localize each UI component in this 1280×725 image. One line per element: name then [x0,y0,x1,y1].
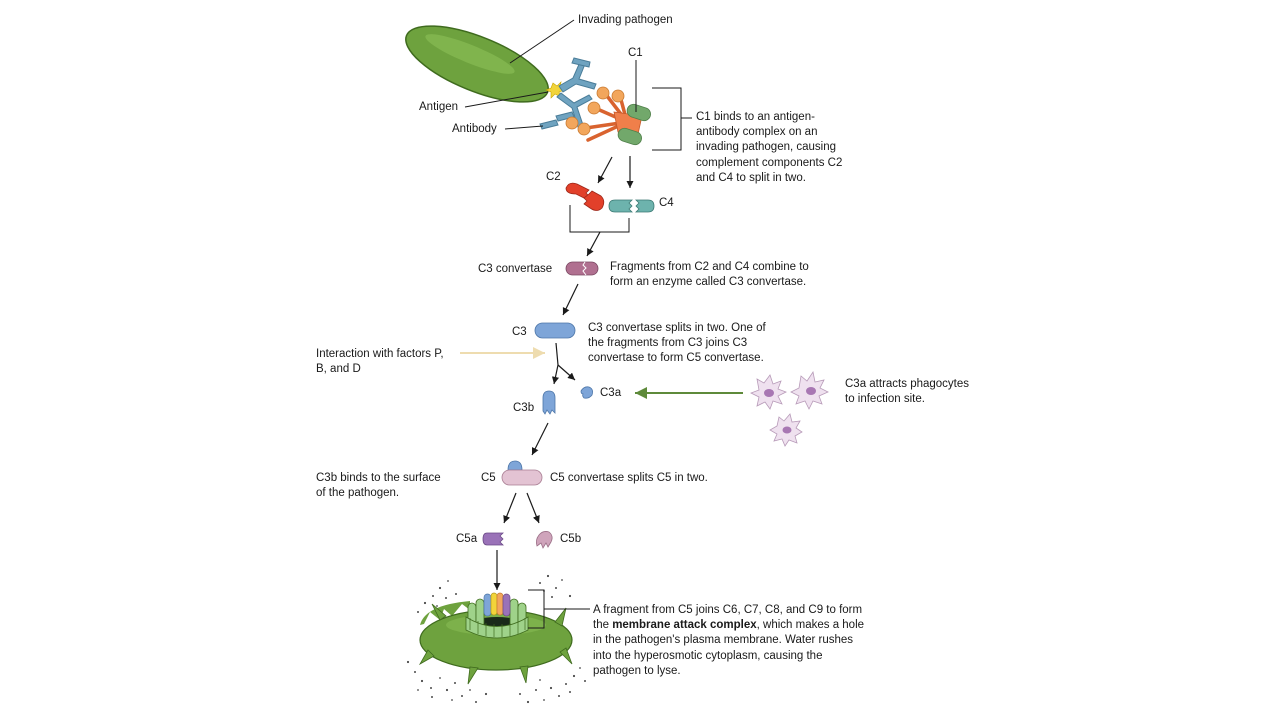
antigen-leader-line [464,91,549,108]
label-antibody: Antibody [452,123,497,135]
note-c3-split-line-3: convertase to form C5 convertase. [588,352,764,365]
note-mac-line-2-post: , which makes a hole [756,619,865,632]
note-factors-line-2: B, and D [316,363,361,376]
arrow-to-c3b [551,342,560,385]
c2-fragments [565,182,605,211]
label-c5b: C5b [560,533,582,545]
c1-bracket [652,87,682,151]
arrow-to-c5b [526,492,540,524]
note-mac-line-1: A fragment from C5 joins C6, C7, C8, and… [593,604,863,616]
note-membrane-attack-complex: A fragment from C5 joins C6, C7, C8, and… [593,603,913,679]
membrane-attack-complex [465,592,529,639]
antibody-shapes [539,57,597,130]
note-phagocytes-line-2: to infection site. [845,393,925,406]
pathogen-leader-line [509,19,575,64]
arrow-to-c3a [557,364,576,381]
label-c2: C2 [546,171,561,183]
c1-complex [565,86,651,146]
cytoplasm-leak-dots [406,574,586,704]
label-c5a: C5a [456,533,478,545]
pathogen-cell [405,25,549,103]
c3-convertase-shape [565,261,599,276]
label-c3: C3 [512,326,527,338]
note-c3-split: C3 convertase splits in two. One of the … [588,321,808,367]
c5-convertase-shape [501,460,543,486]
label-c3b: C3b [513,402,535,414]
note-mac-line-3: in the pathogen's plasma membrane. Water… [593,634,854,647]
note-c3-split-line-1: C3 convertase splits in two. One of [588,322,766,334]
note-c3b-line-1: C3b binds to the surface [316,472,441,484]
note-phagocytes: C3a attracts phagocytes to infection sit… [845,377,1005,407]
label-c3-convertase: C3 convertase [478,263,553,275]
label-c1: C1 [628,47,643,59]
note-phagocytes-line-1: C3a attracts phagocytes [845,378,970,390]
note-c3b-binds: C3b binds to the surface of the pathogen… [316,471,476,501]
note-c3-convertase-line-2: form an enzyme called C3 convertase. [610,276,807,289]
note-c1-line-3: invading pathogen, causing [696,141,837,154]
label-c3a: C3a [600,387,622,399]
note-mac-line-2: the membrane attack complex, which makes… [593,618,913,633]
phagocyte-nuclei [764,387,816,434]
note-mac-line-4: into the hyperosmotic cytoplasm, causing… [593,649,823,662]
note-c3-split-line-2: the fragments from C3 joins C3 [588,337,748,350]
note-mac-line-5: pathogen to lyse. [593,664,681,677]
arrow-to-c2 [597,156,613,184]
c4-fragments [608,199,655,213]
note-c3b-line-2: of the pathogen. [316,487,400,500]
note-mac-bold-term: membrane attack complex [612,619,757,632]
label-c4: C4 [659,197,674,209]
arrow-to-c5 [531,422,549,456]
phagocytes [750,370,829,447]
note-factors-line-1: Interaction with factors P, [316,348,444,360]
note-c1-line-2: antibody complex on an [696,126,818,139]
arrow-to-c5a [503,492,517,524]
c5a-shape [482,532,504,546]
note-mac-line-2-pre: the [593,619,613,632]
note-c1-line-4: complement components C2 [696,156,843,169]
c3a-shape [580,386,593,399]
note-c3-convertase: Fragments from C2 and C4 combine to form… [610,260,850,290]
note-c5-split: C5 convertase splits C5 in two. [550,472,708,484]
note-c3-convertase-line-1: Fragments from C2 and C4 combine to [610,261,809,273]
label-antigen: Antigen [419,101,459,113]
note-factors: Interaction with factors P, B, and D [316,347,476,377]
arrow-to-c3 [562,283,579,316]
c3-shape [534,322,576,339]
arrow-to-c3-convertase [586,231,601,257]
c5b-shape [535,531,553,549]
note-c1-line-5: and C4 to split in two. [696,171,806,184]
note-c1-line-1: C1 binds to an antigen- [696,111,815,123]
antibody-leader-line [504,125,544,130]
note-c1-binding: C1 binds to an antigen- antibody complex… [696,110,876,186]
label-c5: C5 [481,472,496,484]
c3b-shape [542,390,556,415]
label-invading-pathogen: Invading pathogen [578,14,673,26]
